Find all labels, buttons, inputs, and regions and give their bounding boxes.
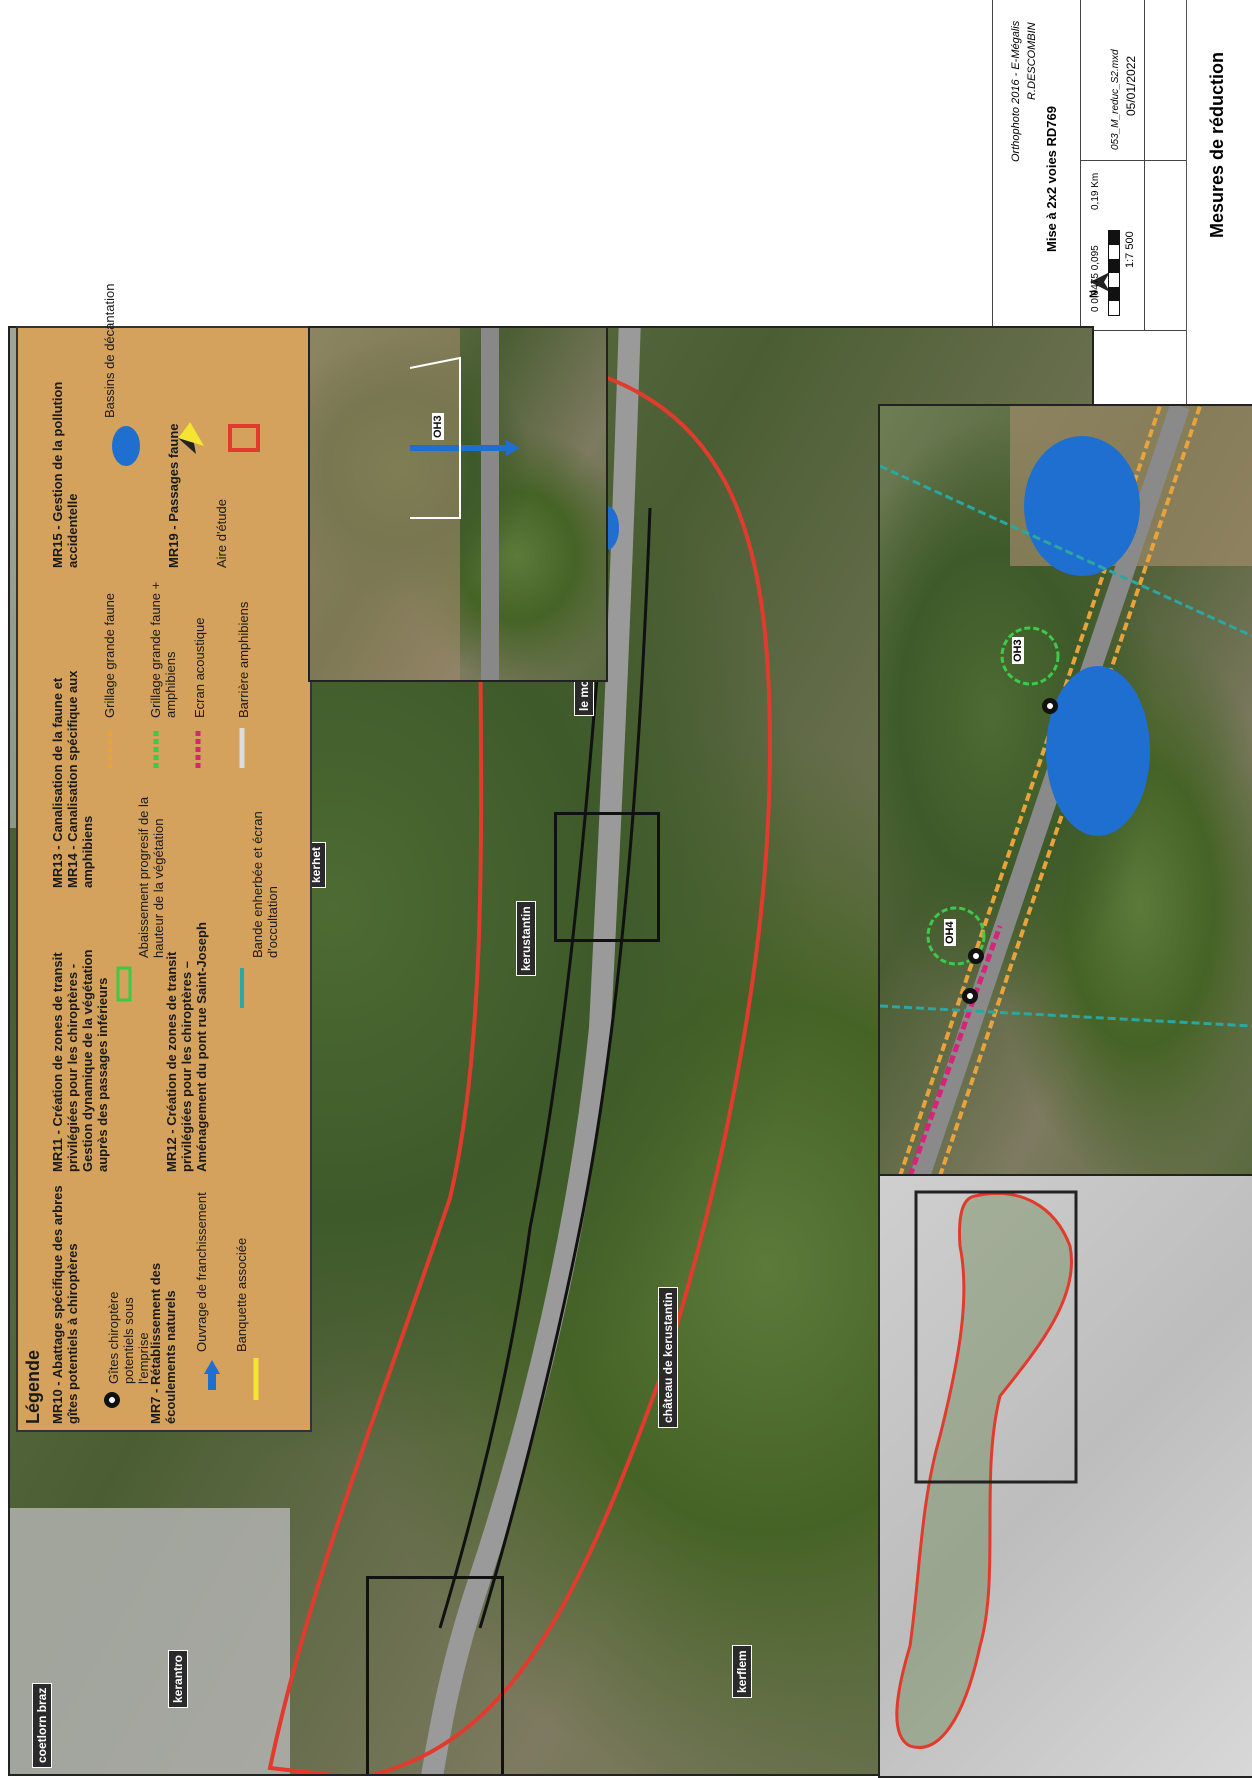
overview-extent-box bbox=[914, 1190, 1078, 1484]
scale-bar bbox=[1108, 230, 1120, 316]
legend-mr11: MR11 - Création de zones de transit priv… bbox=[50, 949, 110, 1173]
basin-2 bbox=[1046, 666, 1150, 836]
file-name: 053_M_reduc_S2.mxd bbox=[1110, 49, 1121, 150]
date-text: 05/01/2022 bbox=[1124, 55, 1138, 116]
legend-aire: Aire d'étude bbox=[214, 499, 229, 568]
legend-bande: Bande enherbée et écran d'occultation bbox=[250, 811, 280, 958]
map-title: Mesures de réduction bbox=[1207, 51, 1227, 238]
label-oh3-right: OH3 bbox=[1012, 637, 1024, 664]
north-arrow: N bbox=[1086, 262, 1116, 302]
overview-overlay bbox=[895, 1190, 1078, 1749]
legend-ouvrage: Ouvrage de franchissement bbox=[194, 1192, 209, 1352]
scale-ticks: 0 0,0475 0,095 bbox=[1090, 245, 1101, 312]
place-kerflem: kerflem bbox=[732, 1645, 752, 1698]
basin-1 bbox=[1024, 436, 1140, 576]
road-rd769 bbox=[421, 328, 641, 1774]
legend-mr12: MR12 - Création de zones de transit priv… bbox=[164, 922, 209, 1172]
legend-panel: Légende MR10 - Abattage spécifique des a… bbox=[16, 284, 312, 1432]
scale-end: 0,19 Km bbox=[1090, 172, 1101, 210]
north-arrow-icon bbox=[1090, 272, 1110, 292]
source-text: Orthophoto 2016 - E-Mégalis bbox=[1010, 20, 1022, 162]
scale-ratio: 1:7 500 bbox=[1124, 231, 1136, 268]
place-kerantro: kerantro bbox=[168, 1649, 188, 1708]
inset-oh4-overlay bbox=[880, 406, 1252, 1176]
legend-mr19: MR19 - Passages faune bbox=[166, 423, 181, 568]
inset-overview[interactable] bbox=[878, 1174, 1252, 1778]
legend-grillage-amph: Grillage grande faune + amphibiens bbox=[148, 581, 178, 718]
legend-banquette: Banquette associée bbox=[234, 1237, 249, 1352]
place-kerustantin: kerustantin bbox=[516, 901, 536, 976]
place-chateau-kerustantin: château de kerustantin bbox=[658, 1287, 678, 1428]
legend-mr13: MR13 - Canalisation de la faune et MR14 … bbox=[50, 670, 95, 888]
legend-symbols bbox=[104, 422, 260, 1408]
legend-mr15: MR15 - Gestion de la pollution accidente… bbox=[50, 381, 80, 568]
overview-study-area bbox=[895, 1191, 1073, 1749]
legend-grillage-gf: Grillage grande faune bbox=[102, 592, 117, 718]
study-area-outline bbox=[267, 355, 773, 1774]
info-block: Orthophoto 2016 - E-Mégalis R.DESCOMBIN … bbox=[992, 0, 1186, 331]
legend-abaissement: Abaissement progresif de la hauteur de l… bbox=[136, 796, 166, 958]
label-oh3: OH3 bbox=[432, 413, 444, 440]
legend-bassins: Bassins de décantation bbox=[102, 283, 117, 418]
inset-oh4[interactable]: OH3 OH4 bbox=[878, 404, 1252, 1178]
legend-mr7: MR7 - Rétablissement des écoulements nat… bbox=[148, 1262, 178, 1424]
legend-heading: Légende bbox=[23, 1349, 43, 1424]
place-coetlorn-braz: coetlorn braz bbox=[32, 1682, 52, 1768]
focus-box-oh3[interactable] bbox=[554, 812, 660, 942]
author-text: R.DESCOMBIN bbox=[1026, 22, 1038, 100]
inset-oh3-overlay bbox=[310, 328, 520, 680]
legend-ecran: Ecran acoustique bbox=[192, 617, 207, 718]
legend-barriere: Barrière amphibiens bbox=[236, 601, 251, 718]
label-oh4: OH4 bbox=[944, 919, 956, 946]
focus-box-oh5[interactable] bbox=[366, 1576, 504, 1774]
inset-oh3[interactable]: OH3 bbox=[308, 326, 608, 682]
legend-mr10: MR10 - Abattage spécifique des arbres gî… bbox=[50, 1185, 80, 1424]
project-text: Mise à 2x2 voies RD769 bbox=[1044, 106, 1059, 252]
legend-gites: Gîtes chiroptère potentiels sous l'empri… bbox=[106, 1291, 151, 1385]
